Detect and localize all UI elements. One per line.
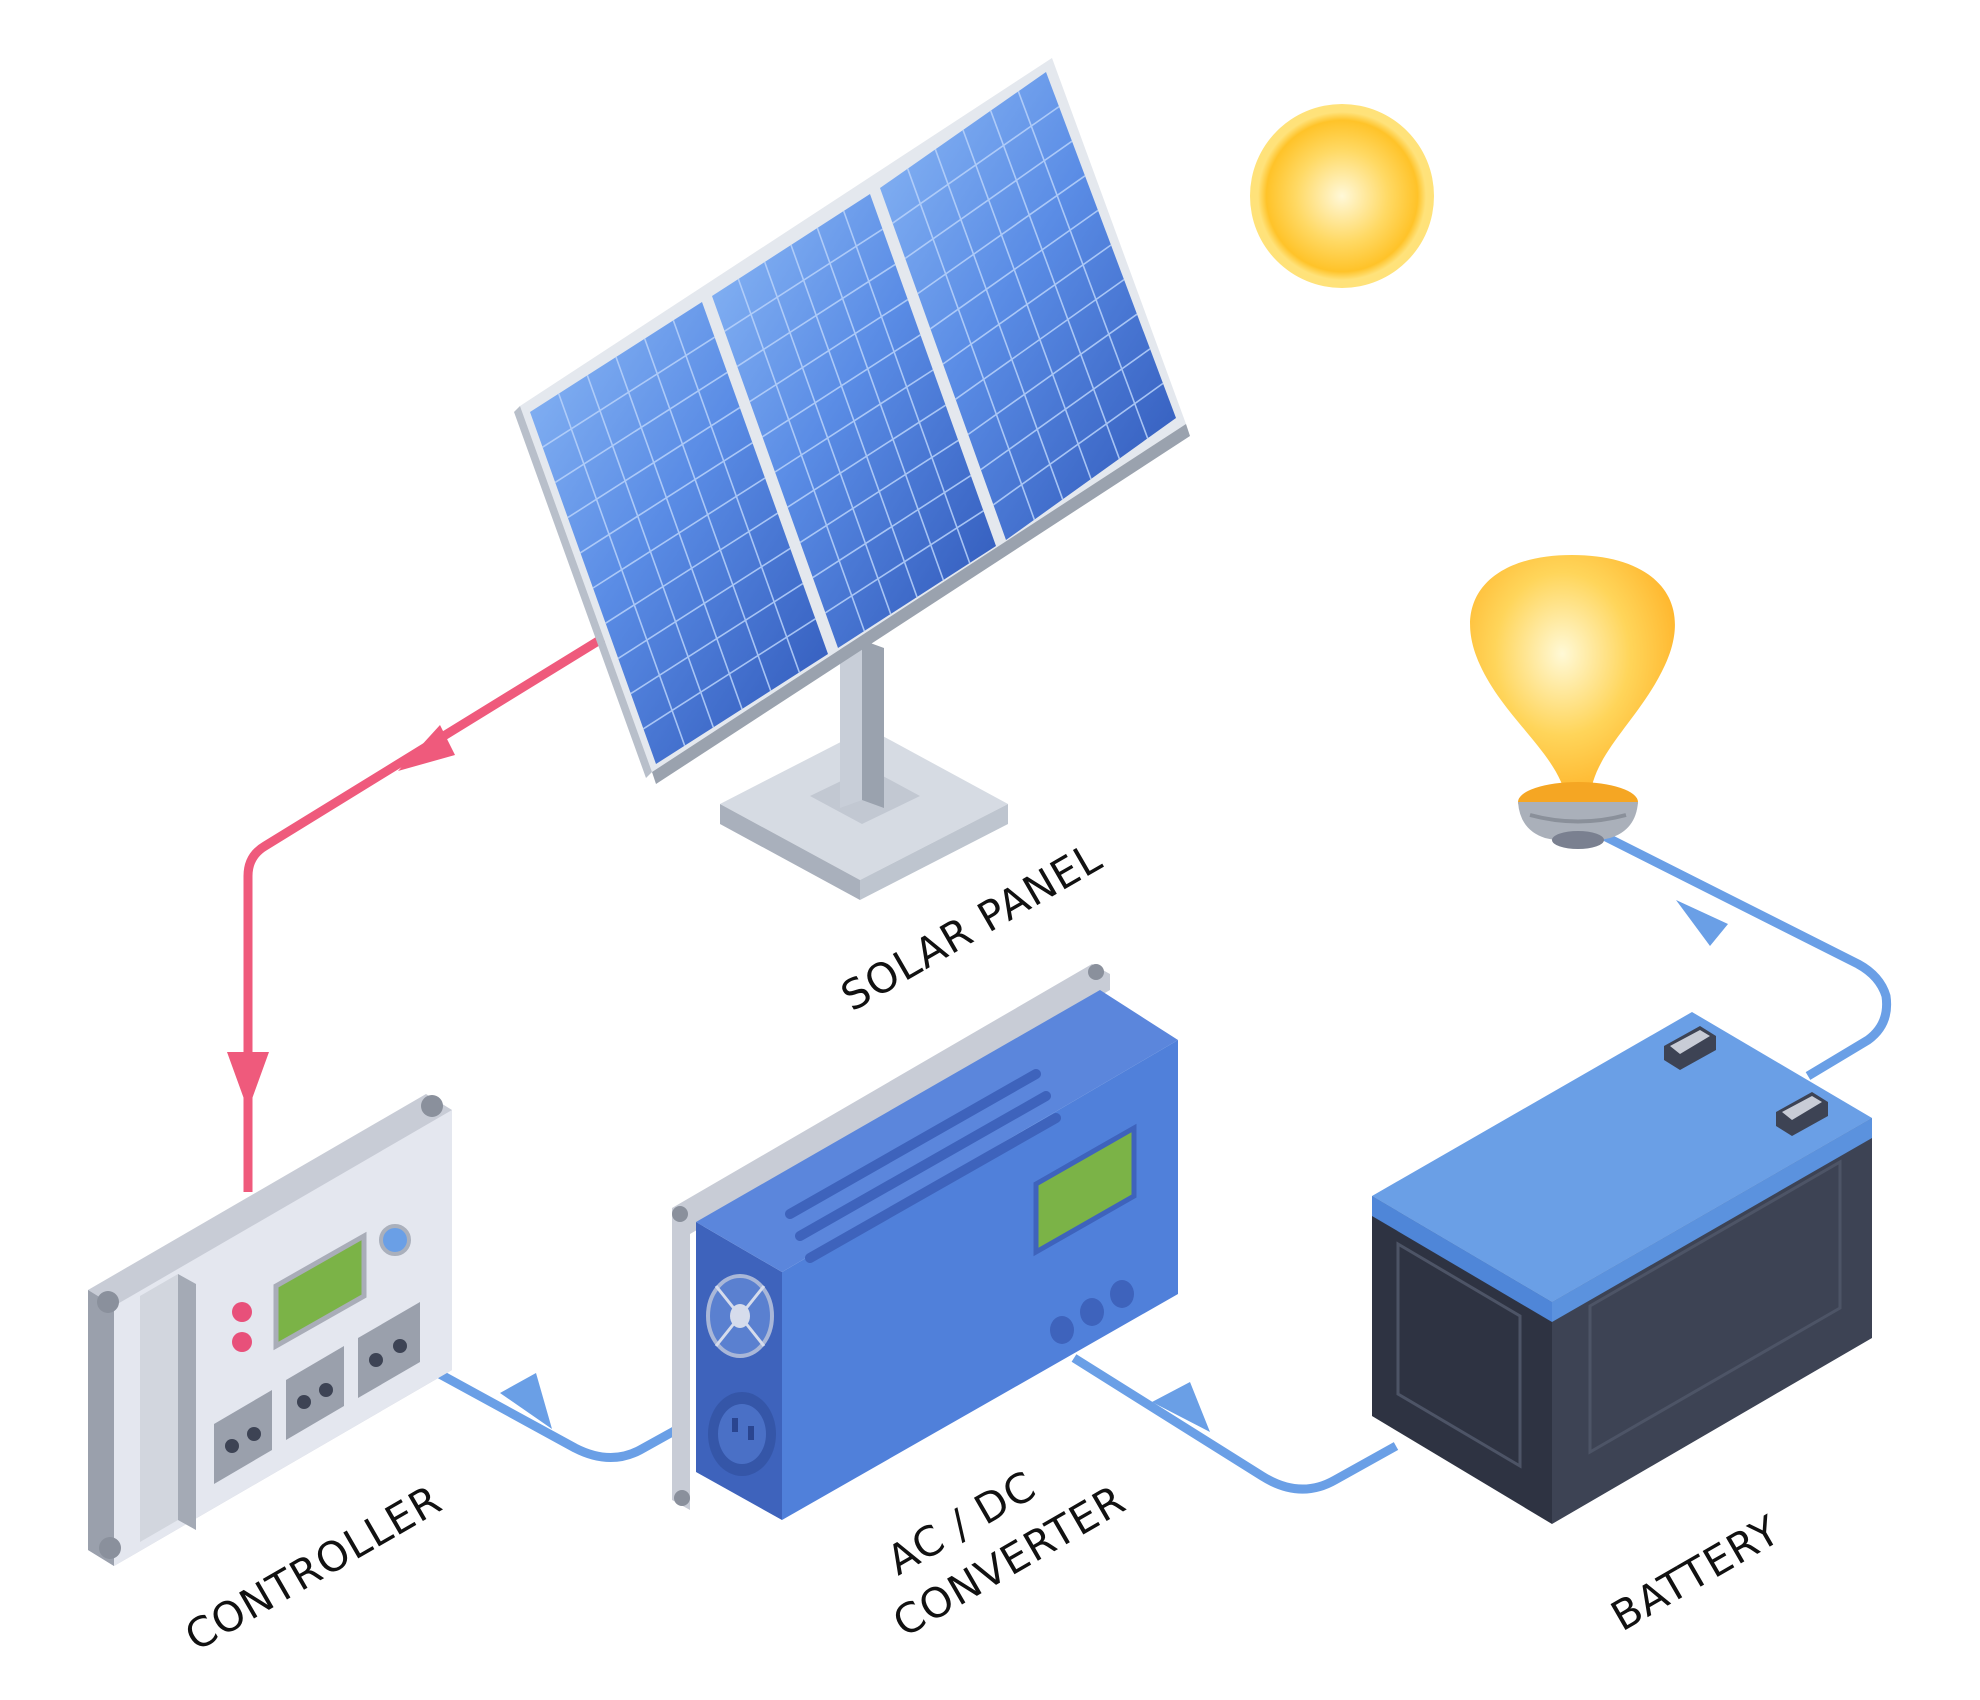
controller-device	[88, 1094, 452, 1566]
solar-cell-gridline	[955, 278, 1125, 400]
solar-cell-gridline	[892, 105, 1060, 224]
battery-label: BATTERY	[1603, 1506, 1788, 1641]
solar-cell-gridline	[812, 474, 972, 579]
solar-cell-gridline	[630, 582, 804, 695]
solar-cell-gridline	[929, 209, 1099, 330]
solar-cell-gridline	[942, 244, 1112, 365]
solar-cell-gridline	[799, 439, 959, 544]
sun-icon	[1250, 104, 1434, 288]
controller-terminal-block	[214, 1390, 272, 1484]
solar-cell-gridline	[749, 298, 909, 403]
controller-to-converter-arrow	[500, 1373, 552, 1429]
solar-cell-gridline	[724, 228, 884, 332]
solar-cell-grid	[542, 91, 1164, 746]
solar-cell-gridline	[642, 618, 816, 730]
solar-cell-gridline	[617, 547, 791, 660]
controller-screw	[97, 1291, 119, 1313]
converter-knob	[1050, 1316, 1074, 1344]
solar-cell-gridline	[774, 369, 934, 473]
solar-cell-gridline	[605, 512, 779, 624]
controller-button	[379, 1224, 411, 1256]
panel-to-controller-line	[243, 634, 606, 1192]
fan-icon	[706, 1274, 774, 1358]
solar-cell-gridline	[554, 371, 728, 484]
solar-cell-gridline	[567, 406, 741, 519]
converter-knob	[1080, 1298, 1104, 1326]
solar-cell-gridline	[787, 404, 947, 508]
battery-to-bulb-line	[1601, 831, 1892, 1080]
controller-terminal-block	[358, 1302, 420, 1398]
solar-cell-gridline	[592, 477, 766, 589]
solar-cell-gridline	[917, 175, 1086, 295]
solar-cell-gridline	[904, 140, 1073, 260]
converter-vents	[785, 1069, 1061, 1263]
solar-panel-pole	[840, 640, 884, 808]
converter-to-battery-line	[1071, 1354, 1399, 1494]
converter-display	[1033, 1123, 1137, 1257]
battery-terminal	[1776, 1092, 1828, 1136]
solar-cell-gridline	[542, 336, 716, 448]
solar-cell-gridline	[736, 263, 896, 368]
light-bulb-icon	[1470, 555, 1675, 849]
battery-device	[1372, 1012, 1872, 1524]
battery-terminal	[1664, 1026, 1716, 1070]
solar-panel	[514, 58, 1190, 900]
solar-panel-base	[720, 728, 1008, 900]
solar-cell-gridline	[579, 442, 753, 554]
solar-cell-gridline	[824, 510, 984, 614]
outlet-icon	[708, 1392, 776, 1476]
flow-lines	[227, 634, 1892, 1494]
panel-to-controller-arrow-lower	[227, 1052, 269, 1110]
controller-to-converter-line	[433, 1368, 679, 1463]
converter-device	[672, 964, 1178, 1520]
controller-indicator-light	[232, 1332, 252, 1352]
battery-to-bulb-arrow	[1676, 900, 1728, 946]
converter-to-battery-arrow	[1152, 1382, 1210, 1432]
solar-cell-gridline	[761, 334, 921, 438]
solar-cell-gridline	[992, 382, 1164, 506]
controller-indicator-light	[232, 1302, 252, 1322]
controller-screw	[421, 1095, 443, 1117]
controller-terminal-block	[286, 1346, 344, 1440]
converter-knob	[1110, 1280, 1134, 1308]
solar-cell-gridline	[967, 313, 1138, 436]
controller-display	[273, 1231, 367, 1351]
panel-to-controller-arrow-upper	[398, 725, 455, 771]
controller-screw	[99, 1537, 121, 1559]
solar-cell-gridline	[980, 348, 1151, 471]
